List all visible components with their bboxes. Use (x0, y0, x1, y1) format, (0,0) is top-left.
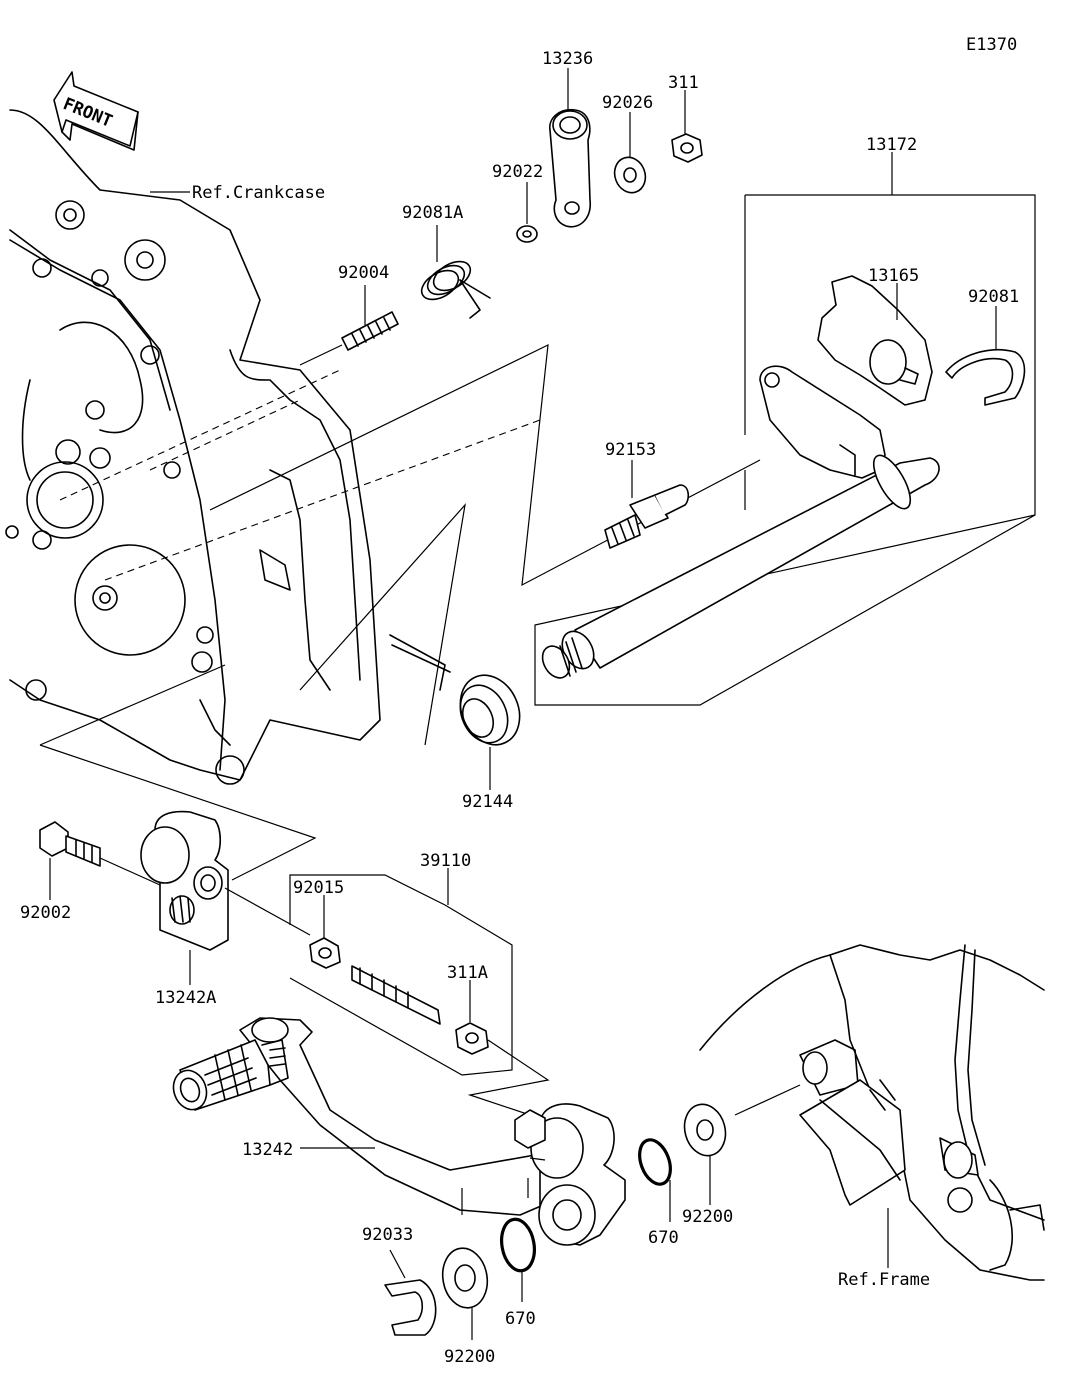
assembly-bracket-13172: 13172 (534, 135, 1036, 706)
washer-92022: 92022 (492, 162, 543, 243)
label-92015: 92015 (293, 878, 344, 898)
label-92022: 92022 (492, 162, 543, 182)
diagram-code: E1370 (966, 35, 1017, 55)
label-92033: 92033 (362, 1225, 413, 1245)
crankcase-drawing: Ref.Crankcase (5, 109, 381, 785)
label-13242: 13242 (242, 1140, 293, 1160)
nut-92015: 92015 (293, 878, 344, 969)
label-92004: 92004 (338, 263, 389, 283)
label-13236: 13236 (542, 49, 593, 69)
label-670-right: 670 (648, 1228, 679, 1248)
oring-670-right: 670 (638, 1138, 679, 1248)
mid-plane-lines (299, 503, 466, 746)
frame-drawing: Ref.Frame (699, 944, 1045, 1290)
label-92200-right: 92200 (682, 1207, 733, 1227)
shift-shaft (541, 365, 940, 679)
label-92026: 92026 (602, 93, 653, 113)
shift-pedal-13242: 13242 (172, 1017, 561, 1216)
label-13165: 13165 (868, 266, 919, 286)
front-arrow-icon: FRONT (53, 71, 139, 151)
nut-311A: 311A (447, 963, 550, 1121)
label-92081A: 92081A (402, 203, 463, 223)
lever-13236: 13236 (542, 49, 593, 228)
label-13172: 13172 (866, 135, 917, 155)
label-92200-left: 92200 (444, 1347, 495, 1367)
nut-311: 311 (668, 73, 703, 163)
spring-92144: 92144 (389, 634, 521, 812)
stud-92004: 92004 (299, 263, 399, 366)
washer-92200-left: 92200 (441, 1247, 495, 1367)
assembly-centerlines (59, 369, 541, 581)
label-39110: 39110 (420, 851, 471, 871)
label-92144: 92144 (462, 792, 513, 812)
label-13242A: 13242A (155, 988, 216, 1008)
clamp-13242A: 13242A (140, 810, 311, 1008)
ref-frame-label: Ref.Frame (838, 1270, 930, 1290)
guide-line (529, 1157, 546, 1161)
label-311: 311 (668, 73, 699, 93)
pedal-pivot (514, 1103, 626, 1246)
washer-92200-right: 92200 (682, 1084, 801, 1227)
tie-rod-39110: 39110 (289, 851, 513, 1076)
label-311A: 311A (447, 963, 488, 983)
oring-670-left: 670 (500, 1217, 536, 1329)
plate-13165: 13165 (817, 266, 933, 406)
label-92081: 92081 (968, 287, 1019, 307)
washer-92026: 92026 (602, 93, 653, 194)
label-92002: 92002 (20, 903, 71, 923)
label-92153: 92153 (605, 440, 656, 460)
clip-92081: 92081 (945, 287, 1026, 406)
ref-crankcase-label: Ref.Crankcase (192, 183, 325, 203)
pin-92153: 92153 (604, 440, 690, 549)
circlip-92033: 92033 (362, 1225, 437, 1336)
label-670-left: 670 (505, 1309, 536, 1329)
upper-plane-lines (209, 343, 761, 587)
spring-92081A: 92081A (402, 203, 491, 319)
bolt-92002: 92002 (20, 821, 161, 923)
